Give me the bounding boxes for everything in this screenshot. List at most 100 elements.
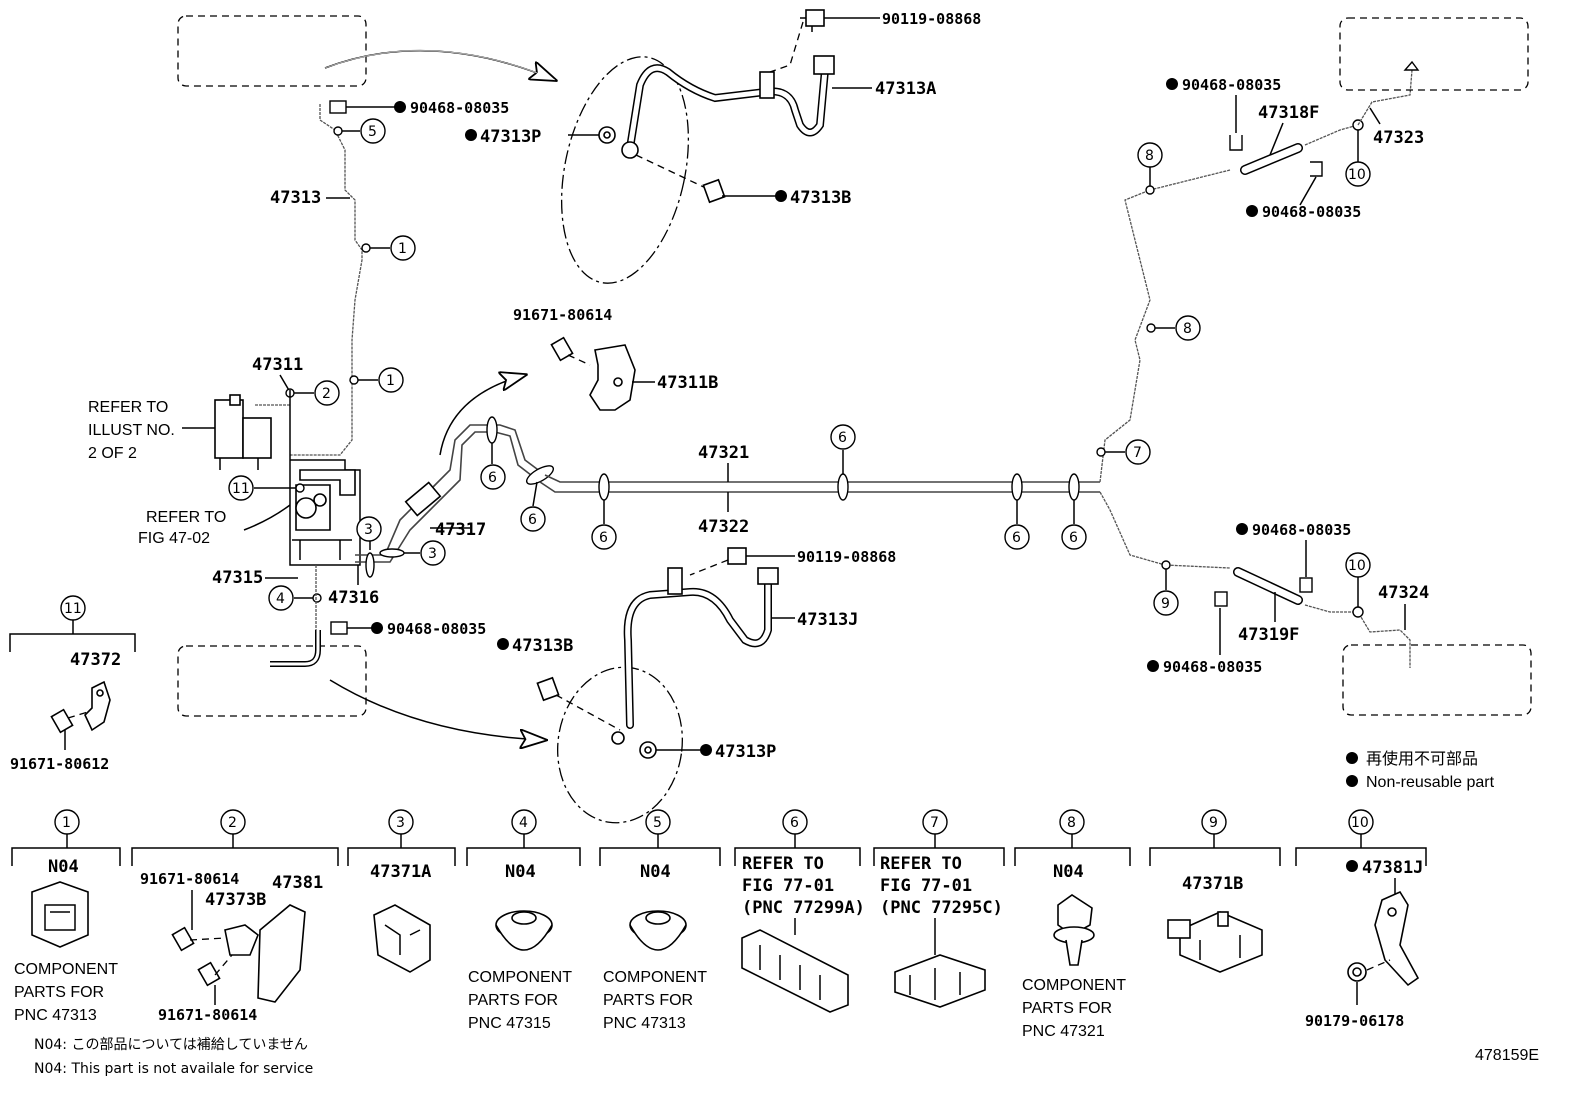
callout-7 bbox=[1125, 439, 1151, 465]
svg-text:PARTS FOR: PARTS FOR bbox=[468, 992, 558, 1009]
svg-text:COMPONENT: COMPONENT bbox=[14, 961, 118, 978]
svg-text:10: 10 bbox=[1348, 167, 1366, 183]
nonreusable-dot bbox=[394, 101, 406, 113]
svg-text:91671-80614: 91671-80614 bbox=[140, 870, 239, 888]
svg-text:2: 2 bbox=[322, 386, 331, 402]
svg-text:2: 2 bbox=[228, 815, 237, 831]
arrow-top-left bbox=[324, 49, 555, 80]
svg-text:8: 8 bbox=[1145, 148, 1154, 164]
svg-text:FIG 77-01: FIG 77-01 bbox=[880, 876, 972, 896]
svg-text:10: 10 bbox=[1348, 558, 1366, 574]
clamp-47371A bbox=[373, 904, 431, 973]
svg-text:PNC 47313: PNC 47313 bbox=[603, 1015, 686, 1032]
svg-text:10: 10 bbox=[1351, 815, 1369, 831]
label-refer-illust-3: 2 OF 2 bbox=[88, 445, 137, 462]
svg-text:COMPONENT: COMPONENT bbox=[468, 969, 572, 986]
hose-47313J bbox=[623, 576, 772, 729]
label-47313: 47313 bbox=[270, 188, 321, 208]
svg-text:PARTS FOR: PARTS FOR bbox=[1022, 1000, 1112, 1017]
label-90468-tl: 90468-08035 bbox=[410, 99, 509, 117]
pipe-right-down bbox=[1099, 491, 1231, 569]
clip-90468-tl bbox=[329, 100, 347, 114]
detail-2: 2 91671-80614 47381 47373B 91671-80614 bbox=[131, 809, 339, 1024]
pipe-47317 bbox=[355, 424, 546, 556]
label-47321: 47321 bbox=[698, 443, 749, 463]
callout-8-a bbox=[1175, 315, 1201, 341]
svg-text:PARTS FOR: PARTS FOR bbox=[14, 984, 104, 1001]
label-47313P-top: 47313P bbox=[480, 127, 541, 147]
bolt-47313B-top bbox=[702, 178, 726, 204]
footnote-jp: N04: この部品については補給していません bbox=[34, 1037, 308, 1053]
label-47372: 47372 bbox=[70, 650, 121, 670]
svg-text:6: 6 bbox=[1069, 530, 1078, 546]
label-47322: 47322 bbox=[698, 517, 749, 537]
pipe-right-up bbox=[1099, 169, 1231, 483]
svg-text:REFER TO: REFER TO bbox=[742, 854, 824, 874]
bracket-47317 bbox=[404, 481, 442, 517]
clamp-47372 bbox=[84, 680, 111, 732]
nonreusable-dot bbox=[1236, 523, 1248, 535]
svg-text:90179-06178: 90179-06178 bbox=[1305, 1012, 1404, 1030]
svg-text:PNC 47313: PNC 47313 bbox=[14, 1007, 97, 1024]
callout-10-mid bbox=[1345, 552, 1371, 578]
svg-text:1: 1 bbox=[386, 373, 395, 389]
callout-1-a bbox=[390, 235, 416, 261]
clamp-77299A bbox=[741, 929, 849, 1013]
callout-6-b bbox=[520, 506, 546, 532]
svg-text:3: 3 bbox=[396, 815, 405, 831]
label-90468-mr1: 90468-08035 bbox=[1252, 521, 1351, 539]
label-47324: 47324 bbox=[1378, 583, 1429, 603]
svg-text:5: 5 bbox=[653, 815, 662, 831]
nonreusable-dot bbox=[1346, 775, 1358, 787]
label-refer-fig-2: FIG 47-02 bbox=[138, 530, 210, 547]
svg-text:47371A: 47371A bbox=[370, 862, 431, 882]
label-47317: 47317 bbox=[435, 520, 486, 540]
label-47313A: 47313A bbox=[875, 79, 936, 99]
detail-6: 6 REFER TO FIG 77-01 (PNC 77299A) bbox=[734, 809, 865, 1013]
bolt-90119-top bbox=[805, 9, 825, 27]
label-90468-tr1: 90468-08035 bbox=[1182, 76, 1281, 94]
label-47313B-top: 47313B bbox=[790, 188, 851, 208]
svg-text:47381J: 47381J bbox=[1362, 858, 1423, 878]
callout-6-c bbox=[591, 524, 617, 550]
callout-6-a bbox=[480, 464, 506, 490]
svg-text:COMPONENT: COMPONENT bbox=[1022, 977, 1126, 994]
master-cylinder bbox=[214, 399, 244, 459]
svg-text:PNC 47315: PNC 47315 bbox=[468, 1015, 551, 1032]
clip-n04-1 bbox=[31, 881, 89, 948]
callout-2 bbox=[314, 380, 340, 406]
callout-9 bbox=[1153, 590, 1179, 616]
arrow-bottom-left bbox=[329, 679, 545, 740]
label-refer-fig-1: REFER TO bbox=[146, 509, 226, 526]
nonreusable-dot bbox=[1246, 205, 1258, 217]
pipe-47322 bbox=[539, 481, 1100, 493]
nonreusable-dot bbox=[465, 129, 477, 141]
callout-6-f bbox=[1061, 524, 1087, 550]
legend-jp: 再使用不可部品 bbox=[1366, 750, 1478, 768]
label-47313B-bot: 47313B bbox=[512, 636, 573, 656]
svg-text:REFER TO: REFER TO bbox=[880, 854, 962, 874]
svg-text:N04: N04 bbox=[1053, 862, 1084, 882]
detail-8: 8 N04 COMPONENT PARTS FOR PNC 47321 bbox=[1014, 809, 1131, 1040]
label-47313P-bot: 47313P bbox=[715, 742, 776, 762]
detail-4: 4 N04 COMPONENT PARTS FOR PNC 47315 bbox=[466, 809, 581, 1032]
svg-text:N04: N04 bbox=[640, 862, 671, 882]
callout-6-d bbox=[830, 424, 856, 450]
svg-text:6: 6 bbox=[1012, 530, 1021, 546]
nonreusable-dot bbox=[700, 744, 712, 756]
callout-4 bbox=[268, 585, 294, 611]
callout-11-main bbox=[228, 475, 254, 501]
callout-3-a bbox=[356, 516, 382, 542]
label-90468-ml: 90468-08035 bbox=[387, 620, 486, 638]
rear-right-wheel-outline-top bbox=[1339, 17, 1529, 91]
front-right-wheel-outline bbox=[177, 645, 367, 717]
svg-text:(PNC 77299A): (PNC 77299A) bbox=[742, 898, 865, 918]
svg-text:11: 11 bbox=[232, 481, 250, 497]
svg-text:1: 1 bbox=[398, 241, 407, 257]
svg-text:9: 9 bbox=[1209, 815, 1218, 831]
bolt-91671-80614 bbox=[550, 336, 574, 362]
label-refer-illust-1: REFER TO bbox=[88, 399, 168, 416]
svg-text:9: 9 bbox=[1161, 596, 1170, 612]
detail-10: 10 47381J 90179-06178 bbox=[1295, 809, 1427, 1030]
